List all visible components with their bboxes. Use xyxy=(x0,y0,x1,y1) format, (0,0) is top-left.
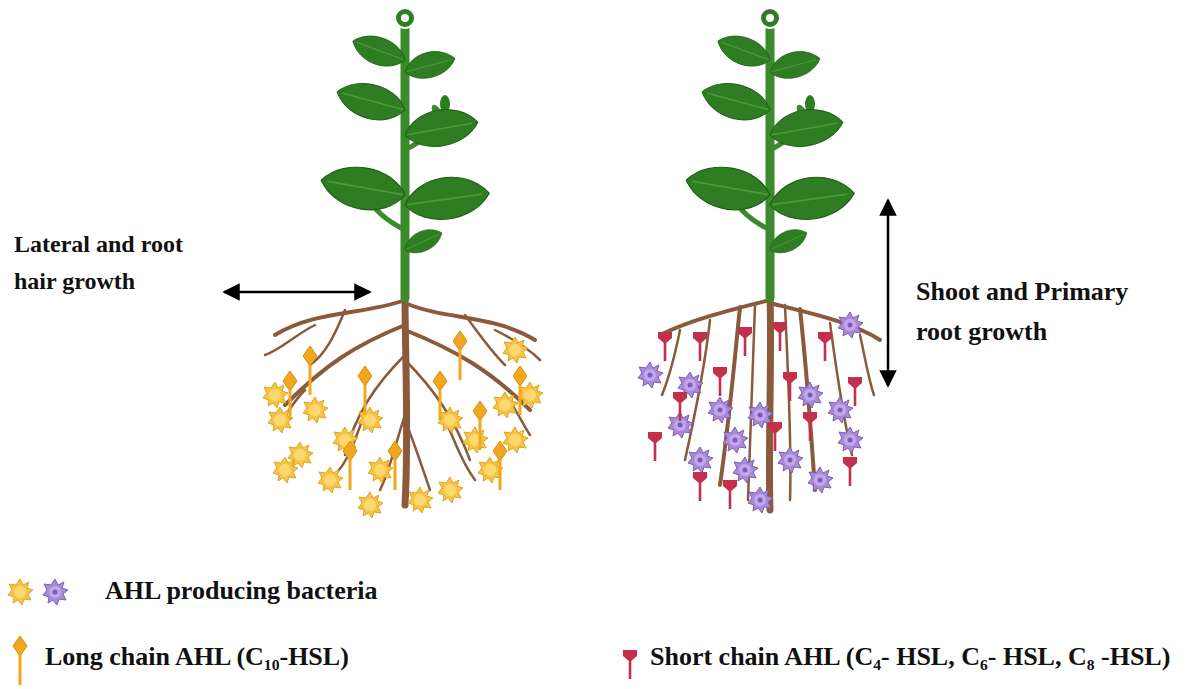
short-chain-ahl xyxy=(693,472,707,501)
bacteria xyxy=(263,382,288,408)
bacteria xyxy=(838,312,863,338)
bacteria xyxy=(808,467,833,493)
long-chain-ahl xyxy=(303,346,317,395)
bacteria xyxy=(503,427,528,453)
short-chain-ahl xyxy=(843,457,857,486)
long-chain-ahl xyxy=(283,371,297,420)
short-chain-ahl xyxy=(818,332,832,361)
stem xyxy=(766,22,775,298)
root xyxy=(405,420,430,490)
leaf xyxy=(402,172,492,225)
bud xyxy=(395,8,415,28)
bacteria xyxy=(358,492,383,518)
bacteria xyxy=(438,477,463,503)
long-chain-ahl xyxy=(343,441,357,490)
short-chain-ahl xyxy=(738,327,752,356)
bud xyxy=(760,8,780,28)
bacteria-icon xyxy=(43,579,68,605)
leaf xyxy=(332,76,409,127)
bacteria xyxy=(518,382,543,408)
short-chain-ahl xyxy=(673,392,687,421)
bacteria xyxy=(463,427,488,453)
bacteria xyxy=(798,382,823,408)
leaf xyxy=(348,29,409,73)
bacteria xyxy=(748,487,773,513)
leaf xyxy=(682,161,773,217)
bacteria xyxy=(493,392,518,418)
root xyxy=(860,335,874,395)
annotation: Shoot and Primary root growth xyxy=(916,272,1156,353)
root xyxy=(769,295,770,510)
long-chain-ahl-icon xyxy=(13,636,27,685)
leaf xyxy=(766,223,811,258)
bacteria xyxy=(438,407,463,433)
bacteria xyxy=(838,427,863,453)
bacteria-icon xyxy=(8,579,33,605)
bacteria xyxy=(778,447,803,473)
leaf xyxy=(767,104,846,152)
bacteria xyxy=(303,397,328,423)
bacteria xyxy=(708,397,733,423)
long-chain-ahl xyxy=(433,371,447,420)
short-chain-ahl xyxy=(773,322,787,351)
bacteria xyxy=(688,447,713,473)
short-chain-ahl xyxy=(803,412,817,441)
root xyxy=(275,300,405,335)
bacteria xyxy=(368,457,393,483)
long-chain-ahl xyxy=(358,366,372,415)
double-arrow xyxy=(887,200,890,386)
short-chain-ahl xyxy=(723,480,737,509)
bacteria xyxy=(723,427,748,453)
plant xyxy=(660,8,880,510)
short-chain-ahl xyxy=(658,332,672,361)
leaf xyxy=(402,104,481,152)
long-chain-ahl xyxy=(453,331,467,380)
bacteria xyxy=(828,397,853,423)
short-chain-ahl-icon xyxy=(623,650,637,679)
short-chain-ahl xyxy=(693,332,707,361)
bacteria xyxy=(733,457,758,483)
bacteria xyxy=(638,362,663,388)
root xyxy=(465,315,505,365)
bud xyxy=(401,14,409,22)
short-chain-ahl xyxy=(768,422,782,451)
double-arrow xyxy=(224,291,370,294)
leaf xyxy=(713,29,774,73)
leaf xyxy=(767,172,857,225)
long-chain-ahl xyxy=(493,441,507,490)
leaf xyxy=(317,161,408,217)
bacteria xyxy=(273,457,298,483)
short-chain-ahl xyxy=(648,432,662,461)
root xyxy=(720,307,740,485)
leaf xyxy=(402,46,459,84)
bacteria xyxy=(503,337,528,363)
leaf xyxy=(767,46,824,84)
bacteria xyxy=(318,467,343,493)
legend-text: Long chain AHL (C₁₀-HSL) xyxy=(45,637,349,677)
leaf xyxy=(401,223,446,258)
long-chain-ahl xyxy=(473,401,487,450)
bud xyxy=(766,14,774,22)
annotation: Lateral and root hair growth xyxy=(14,226,229,300)
bacteria xyxy=(358,407,383,433)
long-chain-ahl xyxy=(388,441,402,490)
long-chain-ahl xyxy=(513,366,527,415)
plant xyxy=(265,8,540,505)
legend-text: AHL producing bacteria xyxy=(105,571,378,611)
short-chain-ahl xyxy=(783,372,797,401)
bacteria xyxy=(408,487,433,513)
short-chain-ahl xyxy=(848,377,862,406)
short-chain-ahl xyxy=(713,367,727,396)
legend-text: Short chain AHL (C₄- HSL, C₆- HSL, C₈ -H… xyxy=(650,637,1170,677)
stem xyxy=(401,22,410,298)
leaf xyxy=(697,76,774,127)
